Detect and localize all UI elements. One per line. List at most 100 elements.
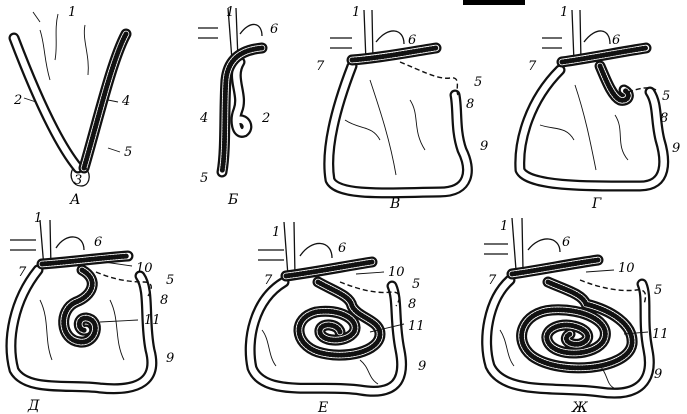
panel-e-vessel: [258, 249, 284, 261]
panel-zh-leader-10: [585, 269, 615, 273]
panel-a-vessel: [39, 29, 51, 81]
label-9: 9: [418, 359, 426, 374]
panel-v-inner-vessel: [344, 119, 381, 141]
panel-zh-arc-6: [527, 238, 561, 253]
panel-d-vessel: [10, 239, 36, 251]
panel-a-midline: [54, 13, 59, 61]
panel-e-vessel: [283, 221, 296, 277]
panel-v-arc-6: [375, 30, 405, 45]
label-4: 4: [121, 94, 130, 109]
panel-g-dashed-duct: [627, 87, 657, 93]
panel-d-arc-6: [55, 236, 85, 251]
panel-d-inner-vessel: [109, 299, 125, 361]
panel-e-arc-6: [299, 242, 333, 259]
panel-letter: Г: [591, 196, 602, 212]
label-3: 3: [74, 173, 82, 188]
panel-letter: Д: [27, 398, 40, 414]
panel-d-leader-10: [103, 261, 133, 267]
label-11: 11: [652, 327, 669, 342]
panel-a-vessel: [83, 24, 89, 76]
label-5: 5: [166, 273, 174, 288]
label-6: 6: [408, 33, 416, 48]
panel-zh: 1 6 7 10 5 11 9 Ж: [481, 217, 669, 414]
label-6: 6: [94, 235, 102, 250]
top-edge-bar: [463, 0, 525, 5]
label-6: 6: [612, 33, 620, 48]
panel-g-vessel: [571, 9, 582, 63]
label-6: 6: [270, 22, 278, 37]
panel-letter: Ж: [571, 400, 589, 414]
label-8: 8: [160, 293, 168, 308]
label-11: 11: [408, 319, 425, 334]
panel-v-inner-vessel: [409, 99, 426, 151]
panel-g: 1 6 7 5 8 9 Г: [514, 5, 680, 212]
panel-v-vessel: [330, 37, 352, 49]
panel-zh-inner-vessel: [499, 329, 515, 367]
label-8: 8: [660, 111, 668, 126]
panel-a-leader-2: [23, 97, 37, 103]
label-1: 1: [352, 5, 360, 20]
panel-zh-vessel: [511, 217, 524, 271]
label-8: 8: [466, 97, 474, 112]
label-4: 4: [199, 111, 208, 126]
label-1: 1: [226, 5, 234, 20]
panel-e: 1 6 7 10 5 8 11 9 Е: [244, 221, 426, 414]
label-1: 1: [560, 5, 568, 20]
panel-letter: В: [389, 196, 400, 212]
panel-d-dashed-duct: [95, 271, 152, 297]
panel-zh-dashed-duct: [579, 279, 647, 305]
label-7: 7: [488, 273, 497, 288]
panel-zh-vessel: [484, 243, 508, 255]
panel-e-leader-10: [355, 271, 385, 275]
panel-d-inner-vessel: [39, 299, 53, 361]
label-7: 7: [528, 59, 537, 74]
panel-letter: А: [69, 192, 81, 208]
label-5: 5: [412, 277, 420, 292]
label-1: 1: [68, 5, 76, 20]
label-9: 9: [672, 141, 680, 156]
panel-letter: Б: [227, 192, 238, 208]
panel-g-inner-vessel: [614, 114, 629, 161]
label-6: 6: [338, 241, 346, 256]
label-8: 8: [408, 297, 416, 312]
label-7: 7: [18, 265, 27, 280]
panel-zh-leader-11: [623, 331, 649, 335]
panel-v-sac: [323, 60, 473, 199]
panel-e-leader-11: [369, 323, 405, 333]
label-1: 1: [34, 211, 42, 226]
label-5: 5: [474, 75, 482, 90]
label-6: 6: [562, 235, 570, 250]
panel-e-inner-vessel: [261, 329, 277, 367]
panel-b-vessel: [227, 7, 233, 61]
label-10: 10: [618, 261, 635, 276]
label-7: 7: [316, 59, 325, 74]
label-5: 5: [200, 171, 208, 186]
panel-e-inner-vessel: [359, 359, 379, 385]
label-5: 5: [662, 89, 670, 104]
panel-g-inner-vessel: [539, 124, 575, 141]
label-5: 5: [654, 283, 662, 298]
panel-b: 1 6 4 2 5 Б: [198, 5, 278, 208]
label-2: 2: [261, 111, 270, 126]
panel-a-leader-4: [107, 99, 119, 103]
panel-g-inner-vessel: [574, 84, 597, 171]
label-11: 11: [144, 313, 161, 328]
label-9: 9: [166, 351, 174, 366]
label-1: 1: [272, 225, 280, 240]
panel-v-dashed-duct: [399, 61, 459, 96]
panel-letter: Е: [317, 400, 328, 414]
panel-e-dashed-duct: [339, 281, 400, 307]
panel-a-vessel: [32, 11, 41, 23]
label-9: 9: [480, 139, 488, 154]
label-1: 1: [500, 219, 508, 234]
panel-a-leader-5: [107, 147, 121, 153]
label-10: 10: [388, 265, 405, 280]
panel-g-vessel: [542, 37, 562, 49]
label-5: 5: [124, 145, 132, 160]
label-9: 9: [654, 367, 662, 382]
panel-b-vessel: [198, 27, 218, 39]
panel-v: 1 6 7 5 8 9 В: [316, 5, 488, 212]
panel-g-arc-6: [583, 30, 611, 45]
